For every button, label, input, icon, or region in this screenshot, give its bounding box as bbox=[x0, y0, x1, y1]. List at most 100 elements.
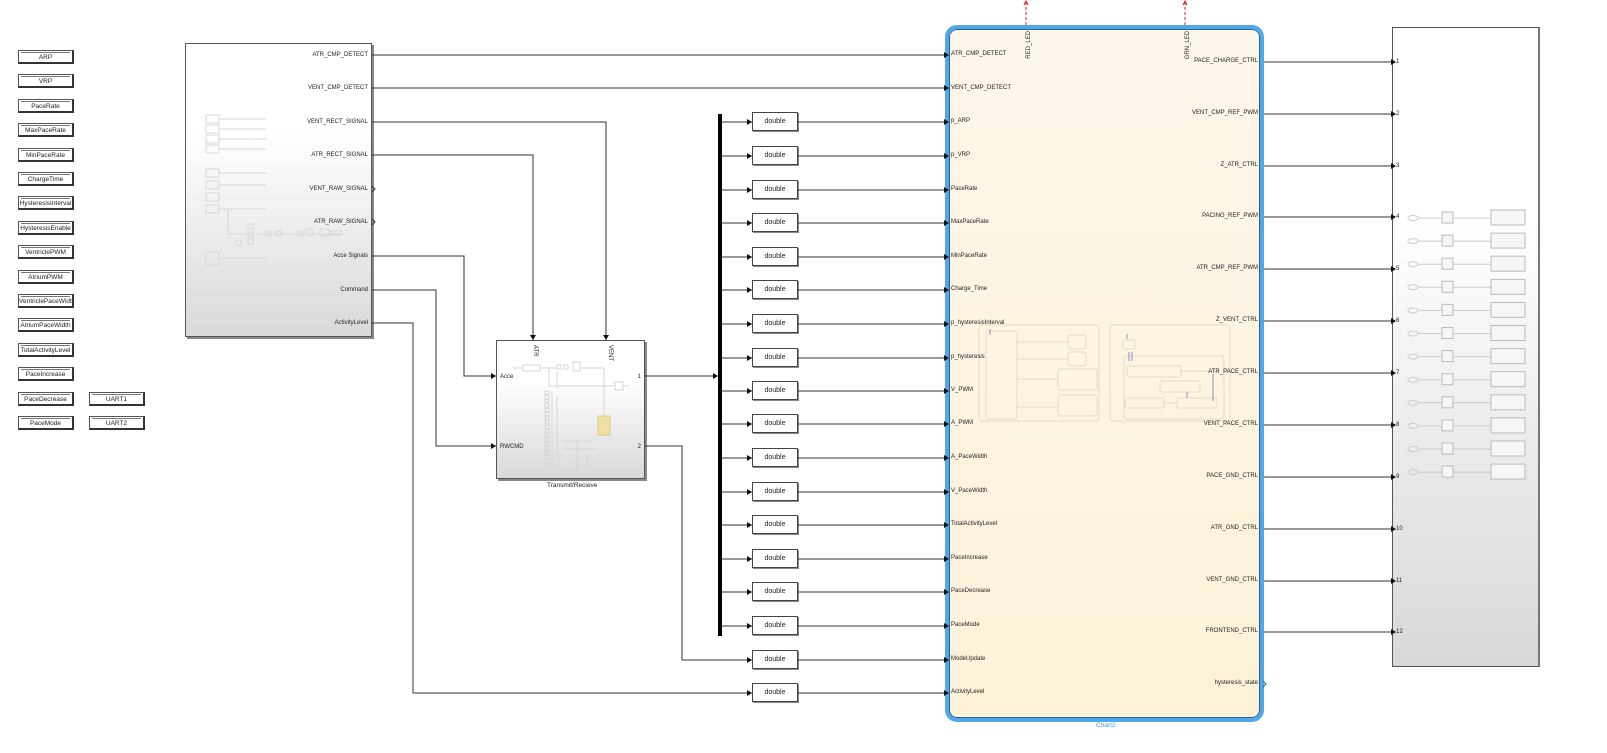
double-conversion-block[interactable]: double bbox=[752, 515, 798, 534]
output-subsystem-port-label: 3 bbox=[1396, 163, 1400, 169]
chart-input-label: ModeUpdate bbox=[951, 656, 986, 662]
parameter-block-chargetime[interactable]: ChargeTime bbox=[18, 172, 74, 186]
double-conversion-block[interactable]: double bbox=[752, 482, 798, 501]
port-label-out1: 1 bbox=[637, 374, 641, 380]
chart-input-label: V_PWM bbox=[951, 387, 974, 393]
parameter-block-hysteresisenable[interactable]: HysteresisEnable bbox=[18, 220, 74, 235]
output-subsystem-port-label: 2 bbox=[1396, 111, 1400, 117]
port-label-atr: ATR bbox=[532, 345, 538, 357]
chart-input-label: MaxPaceRate bbox=[951, 219, 989, 225]
double-conversion-block[interactable]: double bbox=[752, 616, 798, 635]
chart-output-label: VENT_GND_CTRL bbox=[1206, 577, 1258, 583]
output-port-label: ActivityLevel bbox=[334, 320, 368, 326]
parameter-block-paceincrease[interactable]: PaceIncrease bbox=[18, 367, 74, 382]
transmit-block-preview bbox=[513, 361, 629, 471]
chart-output-grn-led: GRN_LED bbox=[1185, 31, 1191, 60]
double-conversion-block[interactable]: double bbox=[752, 683, 798, 702]
output-port-label: ATR_CMP_DETECT bbox=[312, 52, 368, 58]
chart-output-label: FRONTEND_CTRL bbox=[1205, 628, 1258, 634]
parameter-block-ventriclepwm[interactable]: VentriclePWM bbox=[18, 245, 74, 260]
chart-input-label: TotalActivityLevel bbox=[951, 521, 998, 527]
double-conversion-block[interactable]: double bbox=[752, 448, 798, 467]
output-subsystem-port-label: 9 bbox=[1396, 474, 1400, 480]
input-subsystem-preview bbox=[205, 114, 346, 266]
parameter-block-pacerate[interactable]: PaceRate bbox=[18, 98, 74, 113]
port-label-rwcmd: RWCMD bbox=[500, 444, 524, 450]
chart-input-label: Charge_Time bbox=[951, 286, 988, 292]
double-conversion-block[interactable]: double bbox=[752, 146, 798, 165]
output-subsystem-port-label: 5 bbox=[1396, 266, 1400, 272]
parameter-block-atriumpwm[interactable]: AtriumPWM bbox=[18, 269, 74, 284]
transmit-block-caption: Transmit/Recieve bbox=[547, 482, 598, 489]
chart-input-label: ATR_CMP_DETECT bbox=[951, 51, 1007, 57]
double-conversion-block[interactable]: double bbox=[752, 280, 798, 299]
double-conversion-block[interactable]: double bbox=[752, 582, 798, 601]
chart-input-label: MinPaceRate bbox=[951, 253, 988, 259]
double-conversion-block[interactable]: double bbox=[752, 213, 798, 232]
signal-line bbox=[372, 121, 607, 340]
double-conversion-block[interactable]: double bbox=[752, 314, 798, 333]
double-conversion-block[interactable]: double bbox=[752, 414, 798, 433]
parameter-block-arp[interactable]: ARP bbox=[18, 50, 74, 64]
chart-output-label: PACE_CHARGE_CTRL bbox=[1194, 58, 1258, 64]
uart2-block[interactable]: UART2 bbox=[89, 416, 145, 430]
port-label-out2: 2 bbox=[637, 444, 641, 450]
parameter-block-maxpacerate[interactable]: MaxPaceRate bbox=[18, 123, 74, 138]
double-conversion-block[interactable]: double bbox=[752, 381, 798, 400]
double-conversion-block[interactable]: double bbox=[752, 247, 798, 266]
double-conversion-block[interactable]: double bbox=[752, 549, 798, 568]
double-conversion-block[interactable]: double bbox=[752, 650, 798, 669]
chart-output-label: ATR_CMP_REF_PWM bbox=[1196, 265, 1258, 271]
parameter-block-vrp[interactable]: VRP bbox=[18, 74, 74, 89]
arrowhead bbox=[1023, 0, 1029, 6]
chart-preview bbox=[978, 324, 1231, 422]
output-subsystem-port-label: 7 bbox=[1396, 370, 1400, 376]
chart-output-label: ATR_GND_CTRL bbox=[1210, 525, 1258, 531]
chart-input-label: V_PaceWidth bbox=[951, 488, 988, 494]
chart-output-label: ATR_PACE_CTRL bbox=[1208, 369, 1258, 375]
output-subsystem-port-label: 4 bbox=[1396, 214, 1400, 220]
double-conversion-block[interactable]: double bbox=[752, 112, 798, 131]
parameter-block-pacemode[interactable]: PaceMode bbox=[18, 416, 74, 430]
signal-line bbox=[372, 255, 496, 377]
parameter-block-atriumpacewidth[interactable]: AtriumPaceWidth bbox=[18, 318, 74, 333]
chart-output-label: Z_ATR_CTRL bbox=[1220, 162, 1258, 168]
double-conversion-block[interactable]: double bbox=[752, 180, 798, 199]
signal-line bbox=[645, 445, 752, 661]
output-port-label: Command bbox=[340, 287, 368, 293]
parameter-block-pacedecrease[interactable]: PaceDecrease bbox=[18, 391, 74, 406]
chart-input-label: A_PaceWidth bbox=[951, 454, 988, 460]
output-subsystem-port-label: 12 bbox=[1396, 629, 1403, 635]
chart-output-label: VENT_CMP_REF_PWM bbox=[1191, 110, 1258, 116]
chart-input-label: p_hysteresis bbox=[951, 354, 985, 360]
chart-input-label: p_ARP bbox=[951, 118, 971, 124]
chart-output-label: VENT_PACE_CTRL bbox=[1203, 421, 1258, 427]
chart-input-label: p_VRP bbox=[951, 152, 971, 158]
arrowhead bbox=[1182, 0, 1188, 6]
output-subsystem-port-label: 10 bbox=[1396, 526, 1403, 532]
signal-line bbox=[372, 289, 496, 447]
signal-line bbox=[372, 154, 534, 340]
port-label-acce: Acce bbox=[500, 374, 514, 380]
chart-output-label: Z_VENT_CTRL bbox=[1215, 317, 1258, 323]
chart-output-label: hysteresis_state bbox=[1214, 680, 1258, 686]
port-label-vent: VENT bbox=[607, 345, 613, 362]
parameter-block-minpacerate[interactable]: MinPaceRate bbox=[18, 147, 74, 162]
chart-output-label: PACING_REF_PWM bbox=[1202, 213, 1258, 219]
uart1-block[interactable]: UART1 bbox=[89, 392, 145, 406]
chart-input-label: ActivityLevel bbox=[951, 689, 985, 695]
parameter-block-hysteresisinterval[interactable]: HysteresisInterval bbox=[18, 196, 74, 211]
parameter-block-ventriclepacewidth[interactable]: VentriclePaceWidth bbox=[18, 294, 74, 308]
output-subsystem-port-label: 11 bbox=[1396, 578, 1403, 584]
double-conversion-block[interactable]: double bbox=[752, 348, 798, 367]
mux-bus-bar[interactable] bbox=[718, 114, 722, 636]
chart-input-label: PaceMode bbox=[951, 622, 980, 628]
output-port-label: VENT_RECT_SIGNAL bbox=[306, 119, 368, 125]
output-subsystem-port-label: 8 bbox=[1396, 422, 1400, 428]
parameter-block-totalactivitylevel[interactable]: TotalActivityLevel bbox=[18, 342, 74, 357]
